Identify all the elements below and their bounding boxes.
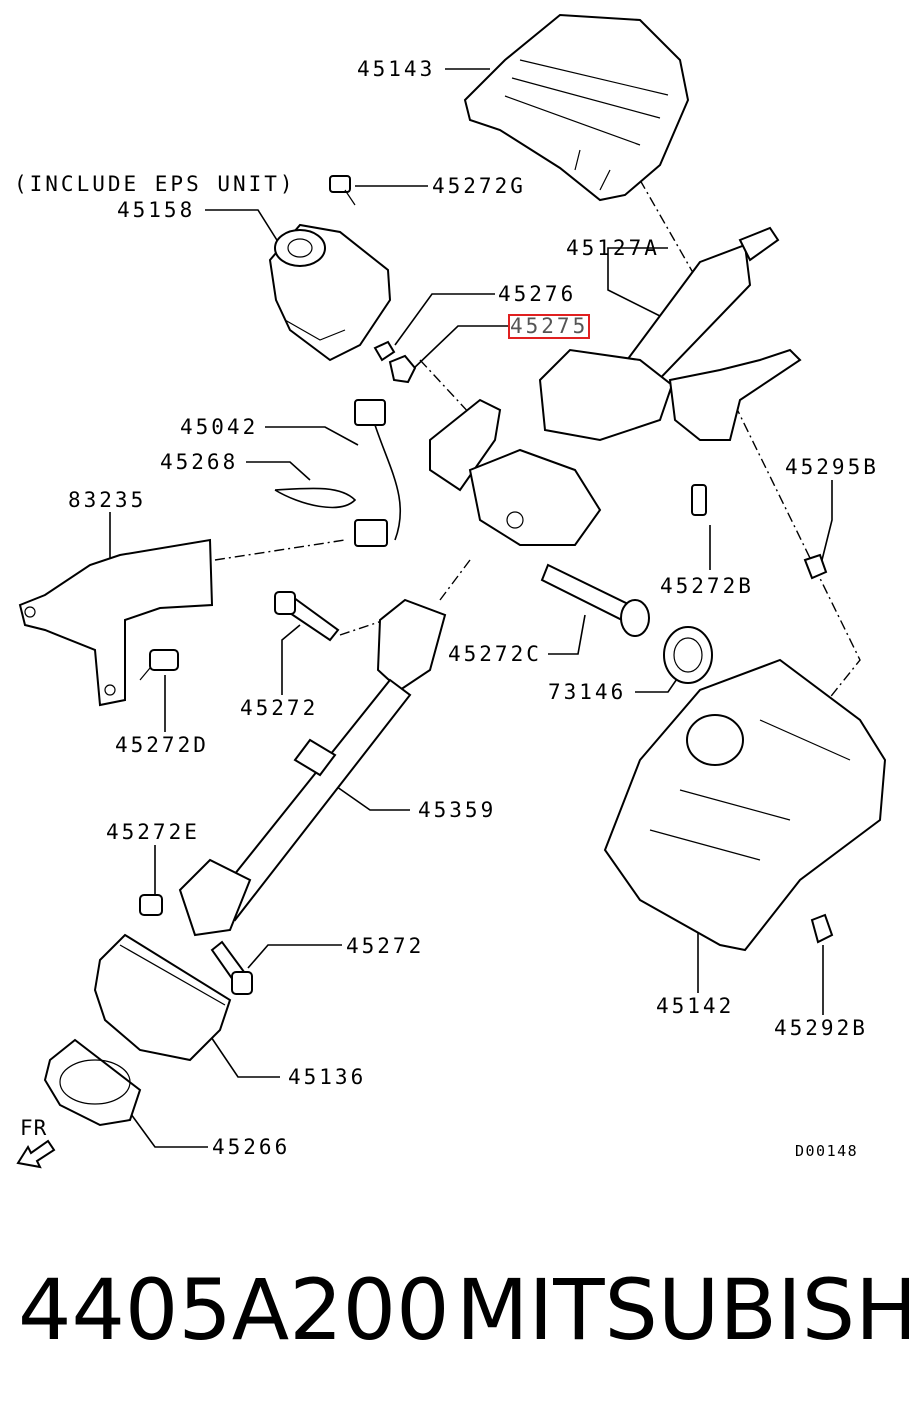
label-45275-highlighted: 45275 xyxy=(507,314,591,339)
label-45272b: 45272B xyxy=(660,574,754,598)
lower-column-cover xyxy=(603,658,887,952)
front-arrow-icon xyxy=(16,1139,56,1169)
parts-drawing xyxy=(16,13,887,1169)
label-45272e: 45272E xyxy=(106,820,200,844)
label-45266: 45266 xyxy=(212,1135,291,1159)
label-45272d: 45272D xyxy=(115,733,209,757)
label-73146: 73146 xyxy=(548,680,627,704)
leader-lines xyxy=(109,68,833,1148)
front-direction-label: FR xyxy=(20,1116,48,1140)
label-45042: 45042 xyxy=(180,415,259,439)
seal-73146 xyxy=(663,626,713,684)
wire-harness-45042 xyxy=(354,399,402,547)
seal-45266 xyxy=(43,1038,142,1127)
bracket-83235 xyxy=(18,538,214,707)
bolt-45272d xyxy=(139,649,179,681)
boot-45136 xyxy=(93,933,232,1062)
bolt-45272g xyxy=(329,175,356,206)
label-45142: 45142 xyxy=(656,994,735,1018)
label-45295b: 45295B xyxy=(785,455,879,479)
drawing-code: D00148 xyxy=(795,1142,859,1160)
label-45136: 45136 xyxy=(288,1065,367,1089)
band-45268 xyxy=(274,487,357,509)
clip-45276 xyxy=(373,340,396,362)
clip-45292b xyxy=(810,913,834,944)
eps-unit xyxy=(268,223,392,362)
key-cylinder-45275 xyxy=(388,354,417,384)
label-83235: 83235 xyxy=(68,488,147,512)
label-45143: 45143 xyxy=(357,57,436,81)
steering-column-diagram: 45143 (INCLUDE EPS UNIT) 45272G 45158 45… xyxy=(14,13,887,1169)
upper-column-cover xyxy=(463,13,690,202)
label-45359: 45359 xyxy=(418,798,497,822)
bolt-45272b xyxy=(691,484,707,516)
label-45292b: 45292B xyxy=(774,1016,868,1040)
bolt-45272-lower xyxy=(210,940,253,995)
clip-45295b xyxy=(803,553,828,580)
bolt-45272-upper xyxy=(274,591,340,642)
brand-name: MITSUBISHI xyxy=(456,1261,909,1359)
label-45272-upper: 45272 xyxy=(240,696,319,720)
bolt-45272c xyxy=(540,563,650,637)
label-45276: 45276 xyxy=(498,282,577,306)
eps-unit-note: (INCLUDE EPS UNIT) xyxy=(14,172,296,196)
label-45272c: 45272C xyxy=(448,642,542,666)
label-45272-lower: 45272 xyxy=(346,934,425,958)
intermediate-shaft-45359 xyxy=(178,598,447,937)
label-45158: 45158 xyxy=(117,198,196,222)
label-45127a: 45127A xyxy=(566,236,660,260)
bolt-45272e xyxy=(139,894,163,916)
part-number: 4405A200 xyxy=(18,1261,450,1359)
label-45272g: 45272G xyxy=(432,174,526,198)
label-45268: 45268 xyxy=(160,450,239,474)
steering-column-shaft xyxy=(429,226,802,546)
